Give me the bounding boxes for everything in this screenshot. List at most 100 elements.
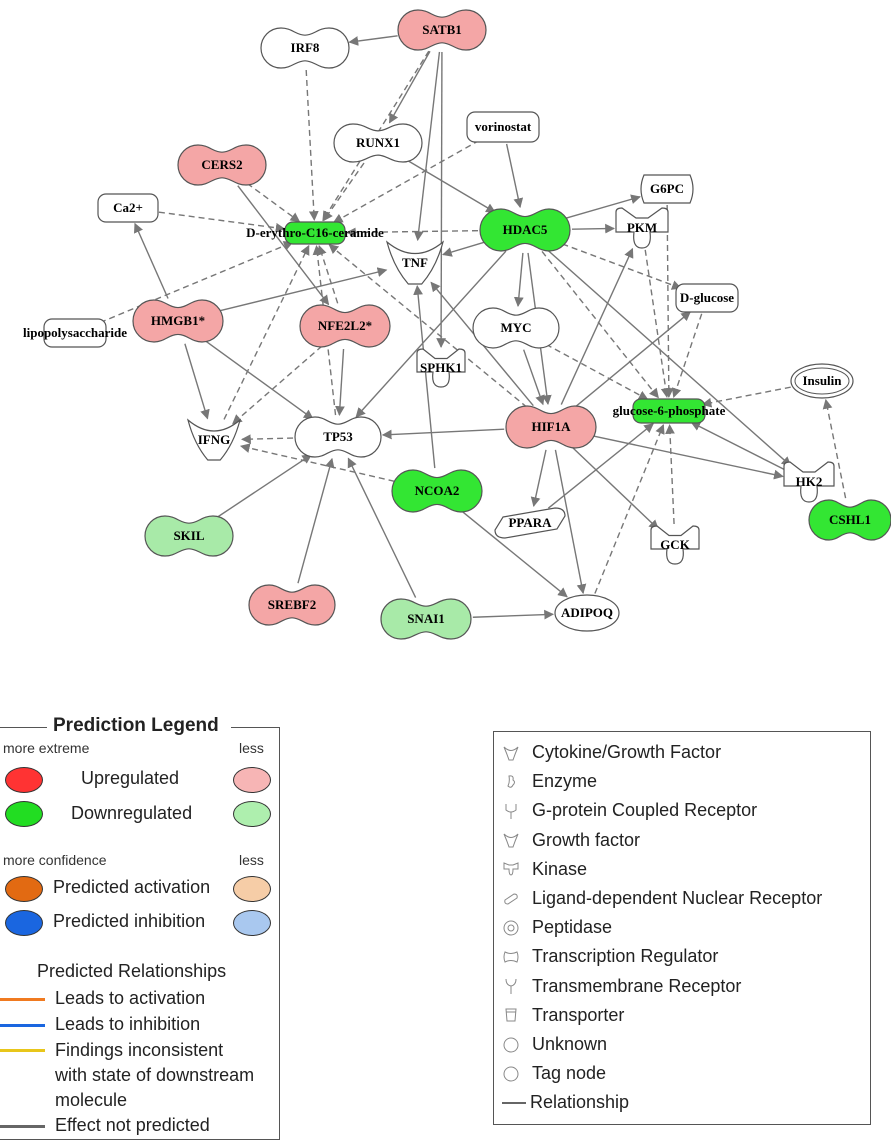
symbol-legend-label: Relationship [530, 1092, 630, 1113]
node-g6pc[interactable]: G6PC [640, 174, 694, 204]
node-skil[interactable]: SKIL [144, 515, 234, 557]
node-nfe2l2[interactable]: NFE2L2* [299, 304, 391, 348]
findings-inconsistent-label-2: with state of downstream [55, 1065, 255, 1085]
node-tnf[interactable]: TNF [385, 240, 445, 285]
edge-HDAC5-g6p [541, 250, 659, 399]
predicted-activation-label: Predicted activation [53, 877, 211, 897]
node-label-lps: lipopolysaccharide [23, 325, 127, 340]
node-irf8[interactable]: IRF8 [260, 27, 350, 69]
unknown-icon [502, 1036, 520, 1054]
edge-HDAC5-TNF [441, 241, 486, 257]
inhibition-strong-swatch [5, 910, 43, 936]
edge-NCOA2-TNF [413, 284, 436, 469]
transporter-icon [502, 1006, 520, 1024]
node-sphk1[interactable]: SPHK1 [416, 348, 466, 388]
node-shape-snai1 [380, 598, 472, 640]
edge-NFE2L2-TP53 [335, 348, 345, 416]
node-cers2[interactable]: CERS2 [177, 144, 267, 186]
edge-TP53-IFNG [241, 434, 294, 445]
symbol-legend-label: Growth factor [532, 829, 641, 850]
node-shape-ncoa2 [391, 469, 483, 513]
more-confidence-label: more confidence [3, 852, 107, 868]
node-ppara[interactable]: PPARA [494, 507, 566, 539]
edge-IFNG-ceramide [223, 244, 310, 420]
node-label-tnf: TNF [402, 255, 428, 270]
node-hk2[interactable]: HK2 [783, 461, 835, 503]
node-label-cers2: CERS2 [201, 157, 242, 172]
node-label-hif1a: HIF1A [532, 419, 572, 434]
node-shape-ceramide [284, 221, 346, 245]
edge-PPARA-g6p [547, 423, 654, 509]
edge-HIF1A-Dglucose [574, 311, 692, 408]
node-gck[interactable]: GCK [650, 525, 700, 565]
symbol-legend-item: Enzyme [502, 771, 597, 792]
symbol-legend-item: Relationship [502, 1092, 629, 1113]
upregulated-label: Upregulated [81, 768, 180, 788]
edge-PKM-g6p [644, 249, 671, 398]
more-extreme-label: more extreme [3, 740, 90, 756]
edge-HIF1A-PKM [560, 247, 634, 405]
node-label-insulin: Insulin [802, 373, 842, 388]
edge-CSHL1-Insulin [822, 398, 847, 499]
node-label-skil: SKIL [173, 528, 204, 543]
edge-CERS2-NFE2L2 [237, 185, 330, 306]
upregulated-strong-swatch [5, 767, 43, 793]
symbol-legend-item: Growth factor [502, 830, 640, 851]
node-satb1[interactable]: SATB1 [397, 9, 487, 51]
edge-HIF1A-ceramide [328, 244, 528, 408]
inconsistent-line [0, 1049, 45, 1052]
edge-MYC-g6p [545, 343, 649, 401]
node-snai1[interactable]: SNAI1 [380, 598, 472, 640]
node-shape-hmgb1 [132, 299, 224, 343]
symbol-legend-label: Transcription Regulator [532, 946, 719, 967]
node-shape-g6pc [640, 174, 694, 204]
node-g6p[interactable]: glucose-6-phosphate [613, 398, 726, 424]
node-ceramide[interactable]: D-erythro-C16-ceramide [246, 221, 384, 245]
node-shape-cers2 [177, 144, 267, 186]
node-cshl1[interactable]: CSHL1 [808, 499, 891, 541]
node-myc[interactable]: MYC [472, 307, 560, 349]
node-vorinostat[interactable]: vorinostat [466, 111, 540, 143]
edge-ADIPOQ-g6p [594, 423, 665, 594]
node-lps[interactable]: lipopolysaccharide [23, 318, 127, 348]
node-shape-g6p [632, 398, 706, 424]
node-ncoa2[interactable]: NCOA2 [391, 469, 483, 513]
node-ifng[interactable]: IFNG [186, 418, 242, 461]
symbol-legend-item: Transmembrane Receptor [502, 976, 741, 997]
node-label-irf8: IRF8 [291, 40, 320, 55]
node-hdac5[interactable]: HDAC5 [479, 208, 571, 252]
node-shape-insulin [790, 363, 854, 399]
node-adipoq[interactable]: ADIPOQ [554, 594, 620, 632]
node-tp53[interactable]: TP53 [294, 416, 382, 458]
node-label-g6pc: G6PC [650, 181, 684, 196]
edge-SATB1-ceramide [322, 50, 430, 222]
cytokine-icon [502, 744, 520, 762]
node-shape-runx1 [333, 123, 423, 163]
node-label-ceramide: D-erythro-C16-ceramide [246, 225, 384, 240]
node-hif1a[interactable]: HIF1A [505, 405, 597, 449]
edge-Dglucose-g6p [671, 313, 703, 399]
node-shape-dglucose [675, 283, 739, 313]
node-ca2[interactable]: Ca2+ [97, 193, 159, 223]
edge-SATB1-IRF8 [348, 35, 398, 46]
node-label-g6p: glucose-6-phosphate [613, 403, 726, 418]
edge-MYC-HIF1A [523, 349, 545, 406]
edge-HDAC5-MYC [513, 252, 524, 307]
leads-activation-label: Leads to activation [55, 988, 206, 1008]
node-pkm[interactable]: PKM [615, 207, 669, 249]
node-shape-skil [144, 515, 234, 557]
node-label-cshl1: CSHL1 [829, 512, 871, 527]
node-shape-lps [43, 318, 107, 348]
node-shape-srebf2 [248, 584, 336, 626]
node-hmgb1[interactable]: HMGB1* [132, 299, 224, 343]
symbol-legend-label: Enzyme [532, 771, 598, 792]
node-runx1[interactable]: RUNX1 [333, 123, 423, 163]
node-insulin[interactable]: Insulin [790, 363, 854, 399]
transmembrane-receptor-icon [502, 977, 520, 995]
node-srebf2[interactable]: SREBF2 [248, 584, 336, 626]
symbol-legend-label: Kinase [532, 858, 588, 879]
node-dglucose[interactable]: D-glucose [675, 283, 739, 313]
